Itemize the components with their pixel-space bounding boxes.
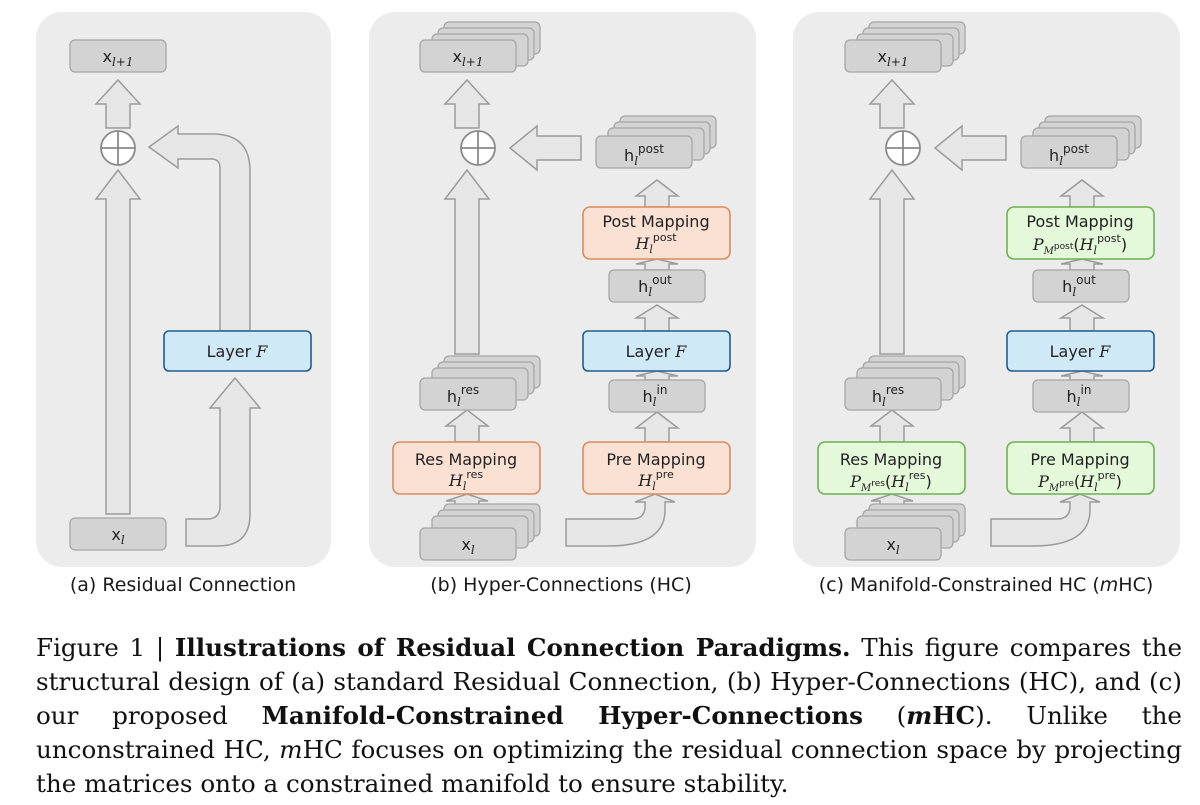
- layer-f-box: Layer F: [1006, 330, 1155, 372]
- svg-text:Layer F: Layer F: [1050, 342, 1112, 361]
- svg-text:xl: xl: [111, 525, 124, 547]
- panel-c-subtitle: (c) Manifold-Constrained HC (mHC): [819, 574, 1154, 596]
- svg-text:Pre Mapping: Pre Mapping: [606, 450, 705, 469]
- svg-text:hlin: hlin: [1067, 383, 1092, 409]
- panel-c: xl+1 hlres xl hlpost Post Mapping: [817, 21, 1155, 596]
- hout-to-post-arrow: [1060, 258, 1104, 271]
- pre-to-hin-arrow: [1058, 411, 1106, 443]
- svg-text:PMpost(Hlpost): PMpost(Hlpost): [1032, 232, 1127, 257]
- sum-operator-icon: [460, 130, 496, 166]
- res-mapping-box: Res Mapping Hlres: [392, 441, 541, 495]
- node-x-current: xl: [69, 517, 167, 551]
- pre-to-hin-arrow: [633, 411, 681, 443]
- svg-text:Hlpre: Hlpre: [637, 468, 674, 493]
- layer-f-box: Layer F: [163, 330, 312, 372]
- node-h-post-stack: hlpost: [1020, 115, 1142, 169]
- svg-text:Pre Mapping: Pre Mapping: [1030, 450, 1129, 469]
- post-to-sum-arrow: [933, 124, 1007, 172]
- svg-text:Layer F: Layer F: [207, 342, 269, 361]
- svg-text:xl+1: xl+1: [453, 47, 484, 69]
- post-mapping-box: Post Mapping Hlpost: [582, 206, 731, 260]
- panel-b: xl+1 hlres xl hlpost Post: [392, 21, 731, 596]
- hin-to-layer-arrow: [1060, 370, 1104, 381]
- res-mapping-box: Res Mapping PMres(Hlres): [817, 441, 966, 495]
- svg-text:hlres: hlres: [872, 383, 904, 409]
- hin-to-layer-arrow: [635, 370, 679, 381]
- node-h-res-stack: hlres: [419, 355, 541, 411]
- svg-text:Post Mapping: Post Mapping: [1026, 212, 1133, 231]
- svg-text:Hlres: Hlres: [448, 468, 484, 493]
- post-to-hpost-arrow: [1058, 179, 1106, 208]
- panel-b-subtitle: (b) Hyper-Connections (HC): [430, 574, 691, 596]
- residual-paradigms-figure: xl+1 xl Layer F (a) Residual Connection: [36, 12, 1180, 596]
- svg-text:hlout: hlout: [638, 273, 672, 299]
- panel-a-background: [36, 12, 331, 567]
- svg-text:hlin: hlin: [643, 383, 668, 409]
- pre-mapping-box: Pre Mapping PMpre(Hlpre): [1006, 441, 1155, 495]
- branch-input-arrow: [185, 376, 262, 547]
- output-arrow: [868, 78, 916, 129]
- layer-f-box: Layer F: [582, 330, 731, 372]
- residual-path-arrow: [443, 168, 491, 355]
- layer-to-hout-arrow: [633, 304, 681, 332]
- post-mapping-box: Post Mapping PMpost(Hlpost): [1006, 206, 1155, 260]
- svg-text:Res Mapping: Res Mapping: [415, 450, 517, 469]
- node-h-out: hlout: [1032, 269, 1130, 303]
- svg-text:hlpost: hlpost: [1049, 142, 1089, 168]
- svg-text:xl: xl: [886, 535, 899, 557]
- node-x-current-stack: xl: [419, 503, 541, 561]
- node-h-post-stack: hlpost: [595, 115, 717, 169]
- svg-text:Hlpost: Hlpost: [634, 231, 677, 256]
- svg-text:hlpost: hlpost: [624, 142, 664, 168]
- node-h-in: hlin: [608, 379, 706, 413]
- residual-path-arrow: [868, 168, 916, 355]
- svg-text:PMpre(Hlpre): PMpre(Hlpre): [1037, 469, 1122, 494]
- figure-caption: Figure 1 | Illustrations of Residual Con…: [36, 633, 1182, 798]
- svg-text:xl+1: xl+1: [878, 47, 909, 69]
- svg-text:Res Mapping: Res Mapping: [840, 450, 942, 469]
- res-mapping-arrow: [443, 409, 491, 443]
- svg-text:PMres(Hlres): PMres(Hlres): [849, 469, 932, 494]
- sum-operator-icon: [100, 130, 136, 166]
- sum-operator-icon: [885, 130, 921, 166]
- layer-to-hout-arrow: [1058, 304, 1106, 332]
- node-x-next-stack: xl+1: [419, 21, 541, 73]
- branch-input-arrow: [565, 493, 676, 547]
- svg-text:hlout: hlout: [1062, 273, 1096, 299]
- svg-text:hlres: hlres: [447, 383, 479, 409]
- output-arrow: [94, 78, 142, 129]
- res-mapping-arrow: [868, 409, 916, 443]
- output-arrow: [443, 78, 491, 129]
- branch-input-arrow: [990, 493, 1101, 547]
- node-x-current-stack: xl: [844, 503, 966, 561]
- panel-a-subtitle: (a) Residual Connection: [70, 574, 296, 596]
- svg-text:Post Mapping: Post Mapping: [602, 212, 709, 231]
- node-h-out: hlout: [608, 269, 706, 303]
- node-h-res-stack: hlres: [844, 355, 966, 411]
- hout-to-post-arrow: [635, 258, 679, 271]
- branch-output-arrow: [147, 124, 251, 332]
- svg-text:xl+1: xl+1: [103, 47, 134, 69]
- caption-title: Illustrations of Residual Connection Par…: [174, 633, 851, 662]
- svg-text:Layer F: Layer F: [626, 342, 688, 361]
- node-x-next: xl+1: [69, 39, 167, 73]
- residual-path-arrow: [94, 168, 142, 515]
- node-x-next-stack: xl+1: [844, 21, 966, 73]
- pre-mapping-box: Pre Mapping Hlpre: [582, 441, 731, 495]
- panel-a: xl+1 xl Layer F (a) Residual Connection: [69, 39, 312, 596]
- post-to-sum-arrow: [508, 124, 582, 172]
- svg-text:xl: xl: [461, 535, 474, 557]
- node-h-in: hlin: [1032, 379, 1130, 413]
- post-to-hpost-arrow: [633, 179, 681, 208]
